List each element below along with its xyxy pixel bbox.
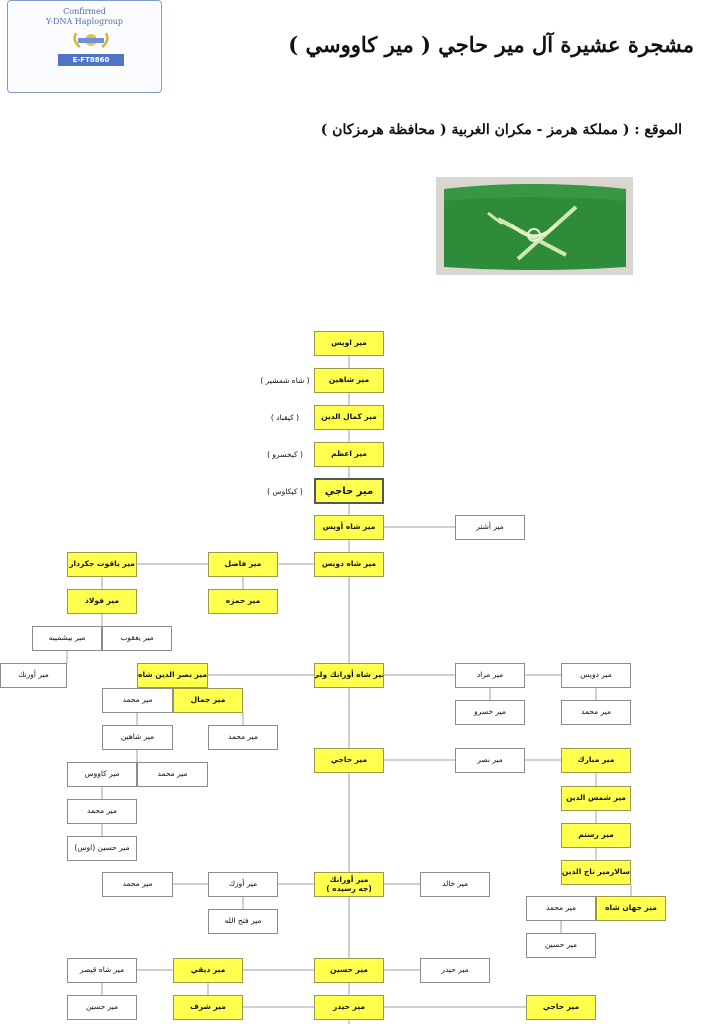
tree-node-n25: مير حسين (اوس): [67, 836, 137, 861]
haplogroup-label: E-FT8860: [58, 54, 124, 66]
haplogroup-badge: Confirmed Y-DNA Haplogroup E-FT8860: [7, 0, 162, 93]
tree-node-n49: مير شرف: [173, 995, 243, 1020]
tree-node-n33: مير شمس الدين: [561, 786, 631, 811]
tree-node-n37: مير محمد: [526, 896, 596, 921]
tree-node-n24: مير محمد: [67, 799, 137, 824]
tree-node-n1: مير اويس: [314, 331, 384, 356]
tree-node-n47: مير شاه قيصر: [67, 958, 137, 983]
tree-node-n15: مير أورنك: [0, 663, 67, 688]
tree-node-n41: مير أوزك: [208, 872, 278, 897]
location-line: الموقع : ( مملكة هرمز - مكران الغربية ( …: [320, 122, 682, 138]
tree-node-n31: مير نصر: [455, 748, 525, 773]
tree-node-n38: مير حسين: [526, 933, 596, 958]
badge-line-haplogroup: Y-DNA Haplogroup: [45, 17, 124, 26]
tree-node-n36: مير جهان شاه: [596, 896, 666, 921]
tree-node-n21: مير محمد: [208, 725, 278, 750]
tree-node-n42: مير محمد: [102, 872, 173, 897]
tree-alias-label: ( شاه شمشير ): [260, 376, 310, 385]
tree-node-n8: مير شاه دويس: [314, 552, 384, 577]
tree-node-n13: مير يعقوب: [102, 626, 172, 651]
tree-alias-label: ( كيكاوس ): [267, 487, 303, 496]
tree-node-n34: مير رستم: [561, 823, 631, 848]
laurel-emblem-icon: [73, 32, 109, 48]
tree-node-n18: مير جمال: [173, 688, 243, 713]
tree-node-n17: مير نصر الدين شاه: [137, 663, 208, 688]
page-title: مشجرة عشيرة آل مير حاجي ( مير كاووسي ): [288, 32, 694, 57]
tree-node-n32: مير مبارك: [561, 748, 631, 773]
tree-node-n12: مير فولاذ: [67, 589, 137, 614]
tree-node-n27: مير خسرو: [455, 700, 525, 725]
tree-node-n23: مير كاووس: [67, 762, 137, 787]
tree-node-n28: مير دويس: [561, 663, 631, 688]
tree-node-n35: سالارمير تاج الدين: [561, 860, 631, 885]
tree-node-n3: مير كمال الدين: [314, 405, 384, 430]
tree-node-n14: مير بيشميبه: [32, 626, 102, 651]
tree-node-n11: مير ياقوت جكردار: [67, 552, 137, 577]
tree-node-n45: مير حيدر: [420, 958, 490, 983]
tree-node-n51: مير حاجي: [526, 995, 596, 1020]
tree-node-n26: مير مراد: [455, 663, 525, 688]
tree-node-n19: مير محمد: [102, 688, 173, 713]
tree-alias-label: ( كيقباد ): [270, 413, 300, 422]
tree-node-n16: مير شاه أورانك ولي: [314, 663, 384, 688]
tree-node-n43: مير فتح الله: [208, 909, 278, 934]
tree-node-n48: مير حسين: [67, 995, 137, 1020]
tree-node-n7: مير أشتر: [455, 515, 525, 540]
tree-node-n10: مير حمزه: [208, 589, 278, 614]
tree-alias-label: ( كيخسرو ): [267, 450, 303, 459]
tree-node-n22: مير محمد: [137, 762, 208, 787]
tree-node-n29: مير محمد: [561, 700, 631, 725]
tree-node-n5: مير حاجي: [314, 478, 384, 504]
badge-line-confirmed: Confirmed: [63, 7, 106, 16]
tree-node-n40: مير خالد: [420, 872, 490, 897]
tree-node-n50: مير حيدر: [314, 995, 384, 1020]
tree-node-n9: مير فاضل: [208, 552, 278, 577]
tree-node-n46: مير ديقي: [173, 958, 243, 983]
tree-node-n6: مير شاه أويس: [314, 515, 384, 540]
tree-node-n4: مير اعظم: [314, 442, 384, 467]
tree-node-n2: مير شاهين: [314, 368, 384, 393]
tree-node-n30: مير حاجي: [314, 748, 384, 773]
tree-node-n44: مير حسين: [314, 958, 384, 983]
tribe-flag-image: [436, 177, 633, 275]
tree-node-n39: مير أورانك(جه رسيده ): [314, 872, 384, 897]
tree-node-n20: مير شاهين: [102, 725, 173, 750]
